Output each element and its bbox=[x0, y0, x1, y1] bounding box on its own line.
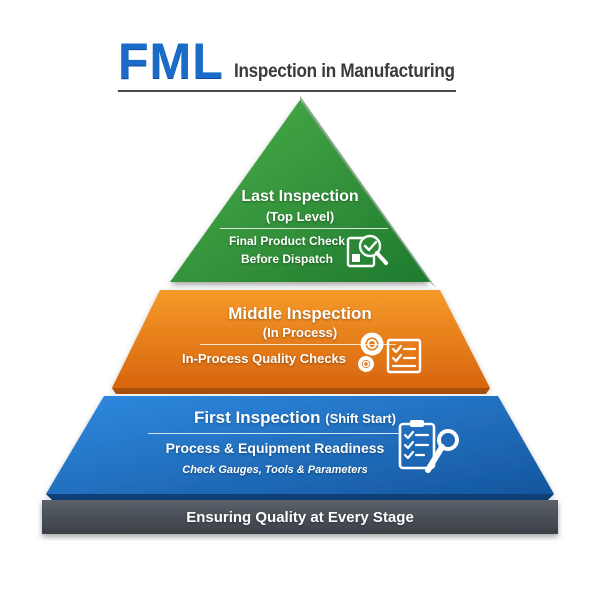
top-level-title: Last Inspection bbox=[241, 188, 359, 205]
footer-text: Ensuring Quality at Every Stage bbox=[186, 509, 414, 526]
header: FML Inspection in Manufacturing bbox=[0, 30, 600, 92]
logo: FML bbox=[118, 33, 224, 89]
top-level-desc-line1: Final Product Check bbox=[228, 234, 346, 248]
middle-level-divider bbox=[200, 344, 396, 345]
clipboard-wrench-icon bbox=[398, 420, 459, 473]
middle-level-desc: In-Process Quality Checks bbox=[181, 351, 347, 366]
middle-level-block bbox=[112, 290, 490, 388]
header-underline bbox=[118, 90, 456, 92]
top-level-desc-line2: Before Dispatch bbox=[240, 252, 334, 266]
middle-level-subtitle: (In Process) bbox=[262, 325, 338, 340]
header-subtitle: Inspection in Manufacturing bbox=[234, 61, 455, 82]
middle-level-title: Middle Inspection bbox=[228, 304, 372, 323]
bottom-level-title-note: (Shift Start) bbox=[325, 411, 397, 426]
magnifier-checklist-icon bbox=[346, 234, 388, 268]
bottom-level-title-row: First Inspection (Shift Start) bbox=[194, 408, 396, 428]
gears-checklist-icon bbox=[358, 332, 422, 374]
bottom-level-desc: Process & Equipment Readiness bbox=[165, 440, 385, 456]
bottom-level-desc2: Check Gauges, Tools & Parameters bbox=[182, 464, 368, 476]
top-level-divider bbox=[220, 228, 388, 229]
bottom-level-title: First Inspection bbox=[193, 408, 321, 427]
footer-band bbox=[42, 500, 558, 534]
bottom-level-divider bbox=[148, 433, 400, 434]
top-level-subtitle: (Top Level) bbox=[265, 209, 335, 224]
